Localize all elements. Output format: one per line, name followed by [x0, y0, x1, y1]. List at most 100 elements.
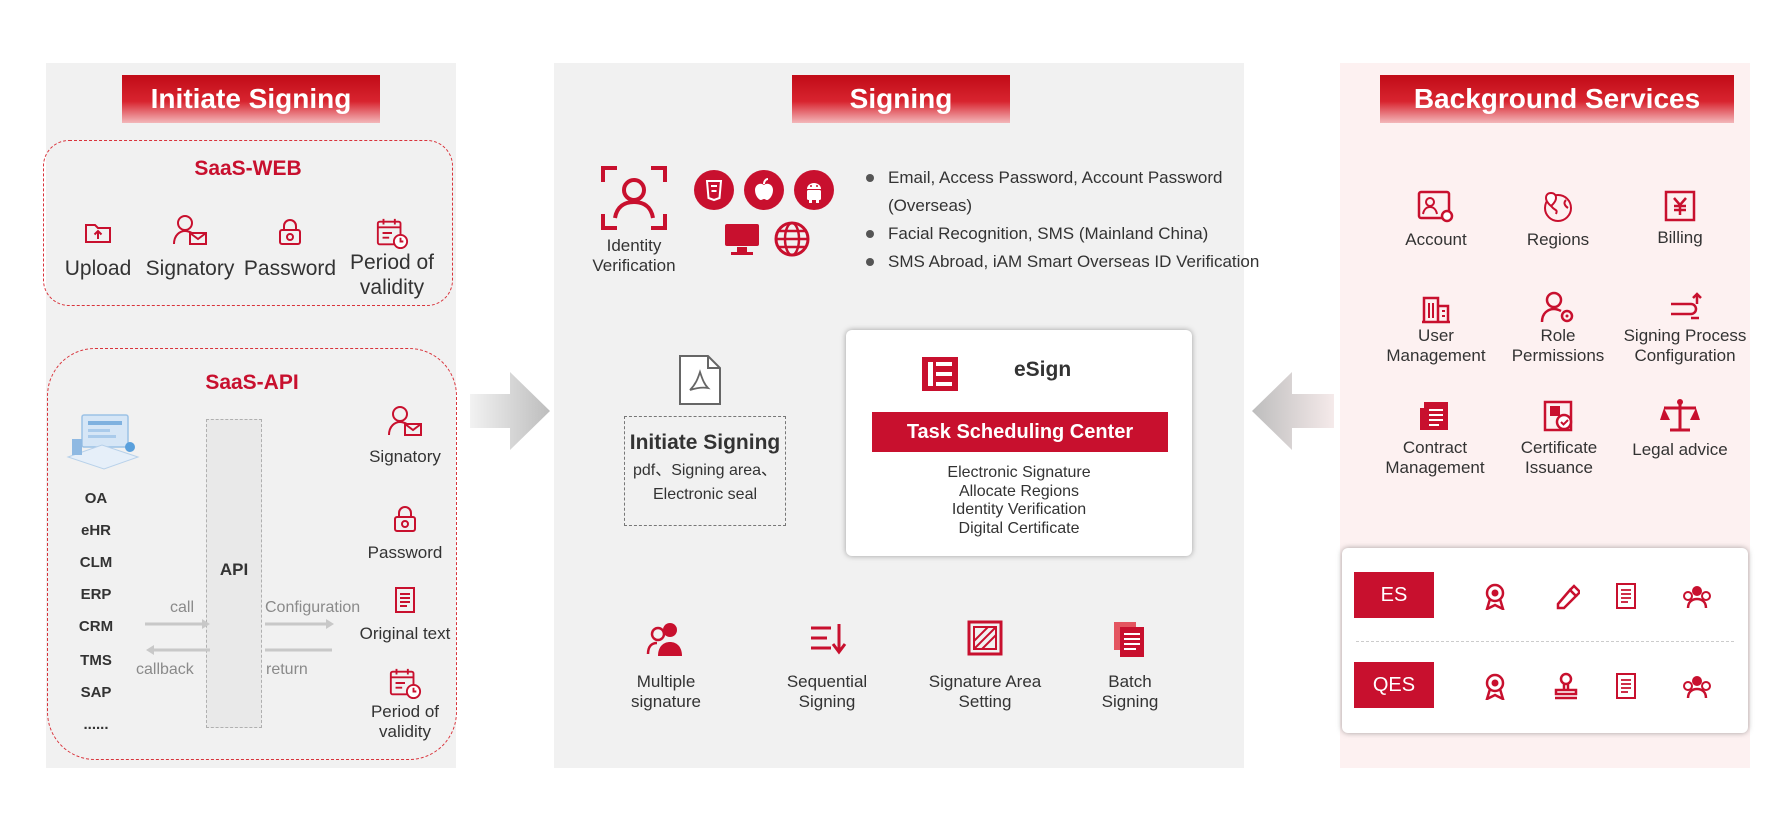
multiple-users-icon [646, 623, 682, 656]
service-process-config-label: Signing Process Configuration [1623, 326, 1747, 365]
saas-api-original-text-label: Original text [359, 624, 451, 643]
identity-verification: Identity Verification [584, 166, 684, 276]
team-icon [1683, 676, 1711, 699]
initiate-signing-banner: Initiate Signing [122, 75, 380, 123]
certificate-icon [1543, 400, 1573, 432]
identity-verification-label: Identity Verification [592, 236, 676, 275]
esign-logo-icon [922, 357, 958, 391]
document-icon [1616, 673, 1636, 699]
system-tms: TMS [80, 652, 112, 669]
qes-tag: QES [1354, 662, 1434, 708]
call-label: call [170, 599, 195, 616]
pdf-file-icon [679, 355, 721, 405]
saas-web-group: SaaS-WEB [43, 140, 453, 306]
service-regions-label: Regions [1526, 230, 1590, 249]
service-role-permissions-label: Role Permissions [1511, 326, 1605, 365]
initiate-signing-box-title: Initiate Signing [629, 431, 781, 454]
contract-management-icon [1420, 402, 1448, 430]
esign-capability: Digital Certificate [958, 519, 1080, 537]
account-card-icon [1417, 190, 1454, 223]
service-billing[interactable]: Billing [1630, 190, 1730, 248]
saas-api-signatory[interactable]: Signatory [355, 403, 455, 467]
service-process-config[interactable]: Signing Process Configuration [1620, 290, 1750, 366]
signature-area-icon [967, 620, 1003, 656]
html5-icon [694, 170, 734, 210]
password-lock-icon [274, 216, 306, 248]
computer-illustration-icon [66, 414, 140, 470]
mode-sequential-signing[interactable]: Sequential Signing [772, 620, 882, 712]
document-icon [1616, 583, 1636, 609]
android-icon [794, 170, 834, 210]
saas-web-password-label: Password [243, 257, 337, 280]
service-contract-management-label: Contract Management [1385, 438, 1485, 477]
system-sap: SAP [80, 684, 112, 701]
saas-web-validity[interactable]: Period of validity [342, 216, 442, 300]
signatory-icon [172, 212, 208, 248]
saas-api-validity-label: Period of validity [370, 702, 440, 741]
left-flow-arrow [1252, 372, 1334, 450]
mode-signature-area-label: Signature Area Setting [928, 672, 1042, 711]
user-management-icon [1422, 296, 1450, 324]
role-permissions-icon [1540, 291, 1574, 323]
mode-signature-area[interactable]: Signature Area Setting [920, 620, 1050, 712]
legal-scale-icon [1660, 399, 1700, 432]
award-icon [1485, 583, 1505, 610]
system-ehr: eHR [80, 522, 111, 539]
team-icon [1683, 586, 1711, 609]
service-legal-advice[interactable]: Legal advice [1630, 398, 1730, 460]
verification-method-overseas-cont: (Overseas) [888, 196, 973, 215]
service-user-management[interactable]: User Management [1386, 294, 1486, 366]
system-crm: CRM [78, 618, 114, 635]
callback-label: callback [136, 661, 194, 678]
mode-multiple-signature[interactable]: Multiple signature [616, 620, 716, 712]
signing-banner: Signing [792, 75, 1010, 123]
upload-folder-icon [82, 216, 114, 248]
saas-api-original-text[interactable]: Original text [350, 584, 460, 644]
api-label: API [219, 560, 249, 579]
service-legal-advice-label: Legal advice [1632, 440, 1728, 459]
background-services-banner: Background Services [1380, 75, 1734, 123]
service-certificate-issuance[interactable]: Certificate Issuance [1504, 400, 1614, 478]
initiate-signing-box-line2: Electronic seal [652, 486, 758, 503]
identity-verification-icon [601, 166, 667, 230]
service-role-permissions[interactable]: Role Permissions [1508, 290, 1608, 366]
saas-api-password[interactable]: Password [355, 503, 455, 563]
esign-capabilities: Electronic Signature Allocate Regions Id… [846, 464, 1192, 538]
mode-batch-signing[interactable]: Batch Signing [1080, 620, 1180, 712]
esign-card: eSign Task Scheduling Center Electronic … [846, 330, 1192, 556]
billing-yen-icon [1664, 190, 1696, 222]
saas-web-validity-label: Period of validity [349, 251, 435, 299]
es-tag: ES [1354, 572, 1434, 618]
service-user-management-label: User Management [1386, 326, 1486, 365]
service-account-label: Account [1405, 230, 1467, 249]
signature-levels-card: ES QES [1342, 548, 1748, 733]
saas-web-password[interactable]: Password [240, 216, 340, 281]
saas-api-password-label: Password [367, 543, 443, 562]
award-icon [1485, 673, 1505, 700]
saas-api-validity[interactable]: Period of validity [355, 666, 455, 742]
saas-api-signatory-label: Signatory [369, 447, 441, 466]
service-certificate-issuance-label: Certificate Issuance [1520, 438, 1598, 477]
service-regions[interactable]: Regions [1508, 190, 1608, 250]
verification-method-abroad: SMS Abroad, iAM Smart Overseas ID Verifi… [864, 248, 1259, 276]
service-account[interactable]: Account [1386, 190, 1486, 250]
signatory-icon [387, 403, 423, 439]
verification-method-mainland: Facial Recognition, SMS (Mainland China) [864, 220, 1208, 248]
saas-web-upload-label: Upload [64, 257, 132, 280]
saas-api-title: SaaS-API [205, 371, 299, 394]
mode-sequential-signing-label: Sequential Signing [786, 672, 868, 711]
pen-sign-icon [1556, 584, 1580, 610]
right-flow-arrow [470, 372, 550, 450]
process-config-icon [1671, 292, 1702, 320]
apple-icon [744, 170, 784, 210]
saas-web-signatory[interactable]: Signatory [140, 212, 240, 281]
return-label: return [266, 661, 308, 678]
levels-divider [1356, 641, 1734, 642]
saas-web-upload[interactable]: Upload [58, 216, 138, 281]
system-erp: ERP [80, 586, 112, 603]
service-contract-management[interactable]: Contract Management [1380, 400, 1490, 478]
mode-multiple-signature-label: Multiple signature [631, 672, 701, 711]
saas-api-group: SaaS-API API [47, 348, 457, 760]
initiate-signing-box-line1: pdf、Signing area、 [632, 462, 778, 479]
globe-icon [774, 221, 810, 257]
